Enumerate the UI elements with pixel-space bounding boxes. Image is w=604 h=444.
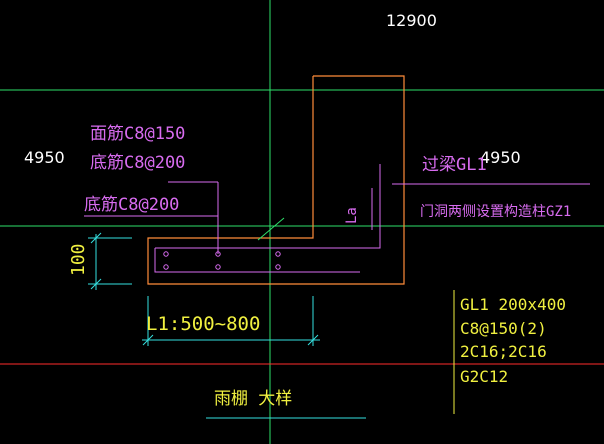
section-mark <box>257 217 285 241</box>
axis-label-left: 4950 <box>24 148 65 167</box>
rebar-dot <box>215 251 221 257</box>
beam-spec-line2: C8@150(2) <box>460 319 547 338</box>
rebar-dot <box>163 264 169 270</box>
rebar-dot <box>275 264 281 270</box>
dimension-anchor-label: La <box>344 207 360 224</box>
concrete-outline <box>147 75 405 285</box>
detail-title: 雨棚 大样 <box>214 389 292 409</box>
rebar-dot <box>163 251 169 257</box>
note-top-rebar: 面筋C8@150 <box>90 124 185 144</box>
axis-label-right: 4950 <box>480 148 521 167</box>
dimension-lines <box>88 232 366 419</box>
dimension-thickness: 100 <box>68 243 89 276</box>
dimension-canopy-length: L1:500~800 <box>146 313 260 335</box>
note-column: 门洞两侧设置构造柱GZ1 <box>420 204 571 220</box>
beam-spec-line4: G2C12 <box>460 367 508 386</box>
dim-length-tick <box>142 334 154 346</box>
wall-and-slab-outline <box>147 75 405 285</box>
rebar-dot <box>275 251 281 257</box>
axis-label-top: 12900 <box>386 11 437 30</box>
beam-spec-line1: GL1 200x400 <box>460 295 566 314</box>
top-rebar-line <box>155 164 381 249</box>
note-lintel: 过梁GL1 <box>422 155 487 175</box>
dim-length-tick <box>307 334 319 346</box>
rebar-dot <box>215 264 221 270</box>
note-bottom-rebar-2: 底筋C8@200 <box>84 195 179 215</box>
note-bottom-rebar-1: 底筋C8@200 <box>90 153 185 173</box>
beam-spec-line3: 2C16;2C16 <box>460 342 547 361</box>
bottom-rebar-line <box>154 248 360 273</box>
dim-thickness-tick <box>90 278 102 290</box>
rebar-lines <box>84 164 590 273</box>
dim-thickness-tick <box>90 232 102 244</box>
